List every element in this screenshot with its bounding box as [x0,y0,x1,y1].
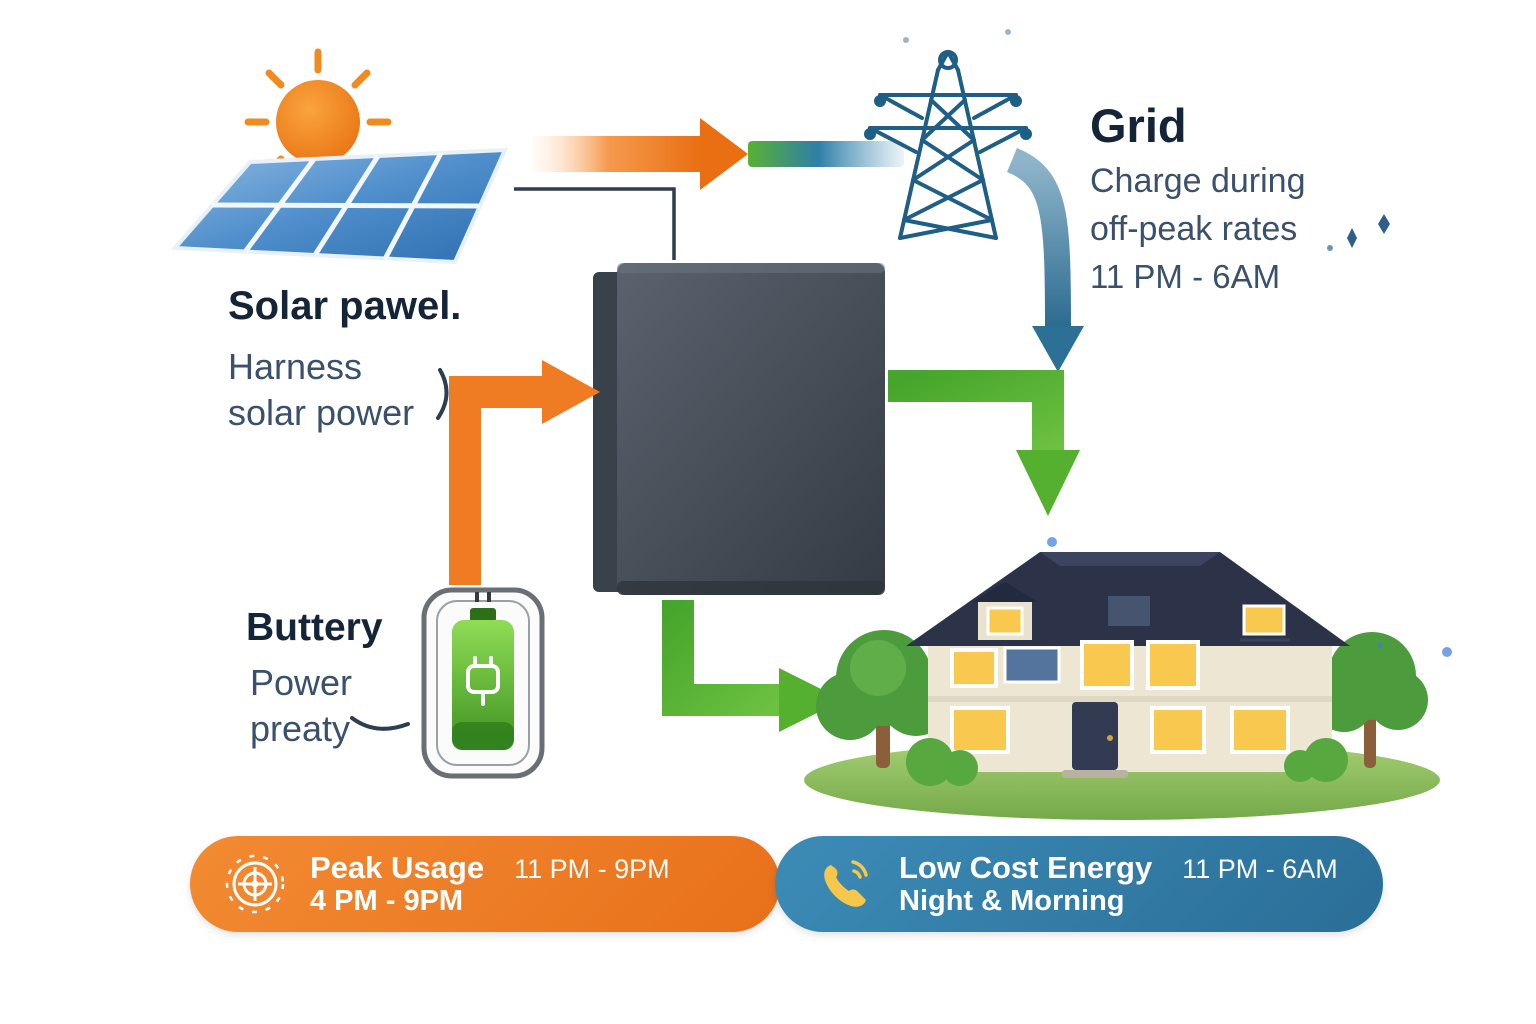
battery-description-line1: Power [250,662,353,703]
peak-usage-badge: Peak Usage 11 PM - 9PM 4 PM - 9PM [190,836,780,932]
solar-description-line1: Harness [228,346,363,387]
battery-description-line2: preaty [250,708,351,749]
phone-icon [813,853,875,915]
transmission-tower-icon [864,50,1032,240]
solar-to-grid-arrow [532,118,904,190]
peak-usage-time: 11 PM - 9PM [514,853,670,884]
low-cost-time: 11 PM - 6AM [1182,853,1338,884]
peak-usage-title: Peak Usage [310,849,485,885]
radar-icon [224,853,286,915]
low-cost-subtitle: Night & Morning [899,885,1125,918]
battery-storage-unit [593,263,885,595]
sparkle-decorations [903,29,1452,657]
solar-text-squiggle [436,368,449,420]
grid-charge-arrow [1006,147,1084,372]
solar-panel-title: Solar pawel. [228,284,462,328]
solar-panel-icon [170,147,509,265]
grid-offpeak-time: 11 PM - 6AM [1090,258,1281,295]
panel-to-battery-line [514,187,676,260]
battery-title: Buttery [246,606,383,649]
unit-to-house-arrow [888,370,1080,516]
grid-description-line1: Charge during [1090,162,1306,200]
home-battery-icon [421,587,545,779]
low-cost-title: Low Cost Energy [899,849,1153,885]
unit-bottom-arrow [662,600,843,732]
grid-title: Grid [1090,99,1187,152]
house-illustration [804,552,1440,820]
battery-to-unit-arrow [449,360,600,585]
solar-description-line2: solar power [228,392,415,433]
battery-text-squiggle [350,716,410,731]
peak-usage-range: 4 PM - 9PM [310,885,464,918]
low-cost-energy-badge: Low Cost Energy 11 PM - 6AM Night & Morn… [775,836,1383,932]
grid-description-line2: off-peak rates [1090,210,1298,248]
